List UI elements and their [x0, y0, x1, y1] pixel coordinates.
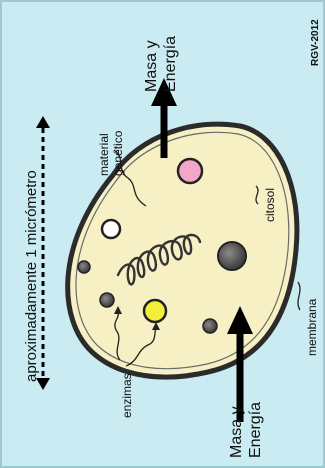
top-arrow-label-line2: Energía — [162, 36, 179, 92]
vesicle-white — [102, 220, 120, 238]
vesicle-pink — [178, 159, 202, 183]
membrana-label: membrana — [305, 298, 319, 356]
vesicle-dark-small-bottom — [203, 319, 217, 333]
vesicle-dark-small-lower — [100, 293, 114, 307]
scale-label: aproximadamente 1 micrómetro — [23, 170, 40, 382]
enzimas-label: enzimas — [120, 373, 134, 418]
vesicle-dark-small-left — [78, 261, 90, 273]
material-genetico-label-line1: material — [97, 133, 111, 176]
bottom-arrow-label-line2: Energía — [247, 402, 264, 458]
credit-label: RGV-2012 — [310, 19, 321, 66]
material-genetico-label-line2: genético — [111, 130, 125, 176]
bottom-arrow-label-line1: Masa y — [228, 406, 245, 458]
vesicle-dark-large — [218, 242, 246, 270]
top-arrow-label-line1: Masa y — [143, 40, 160, 92]
citosol-label: citosol — [263, 188, 277, 222]
vesicle-yellow — [144, 300, 166, 322]
